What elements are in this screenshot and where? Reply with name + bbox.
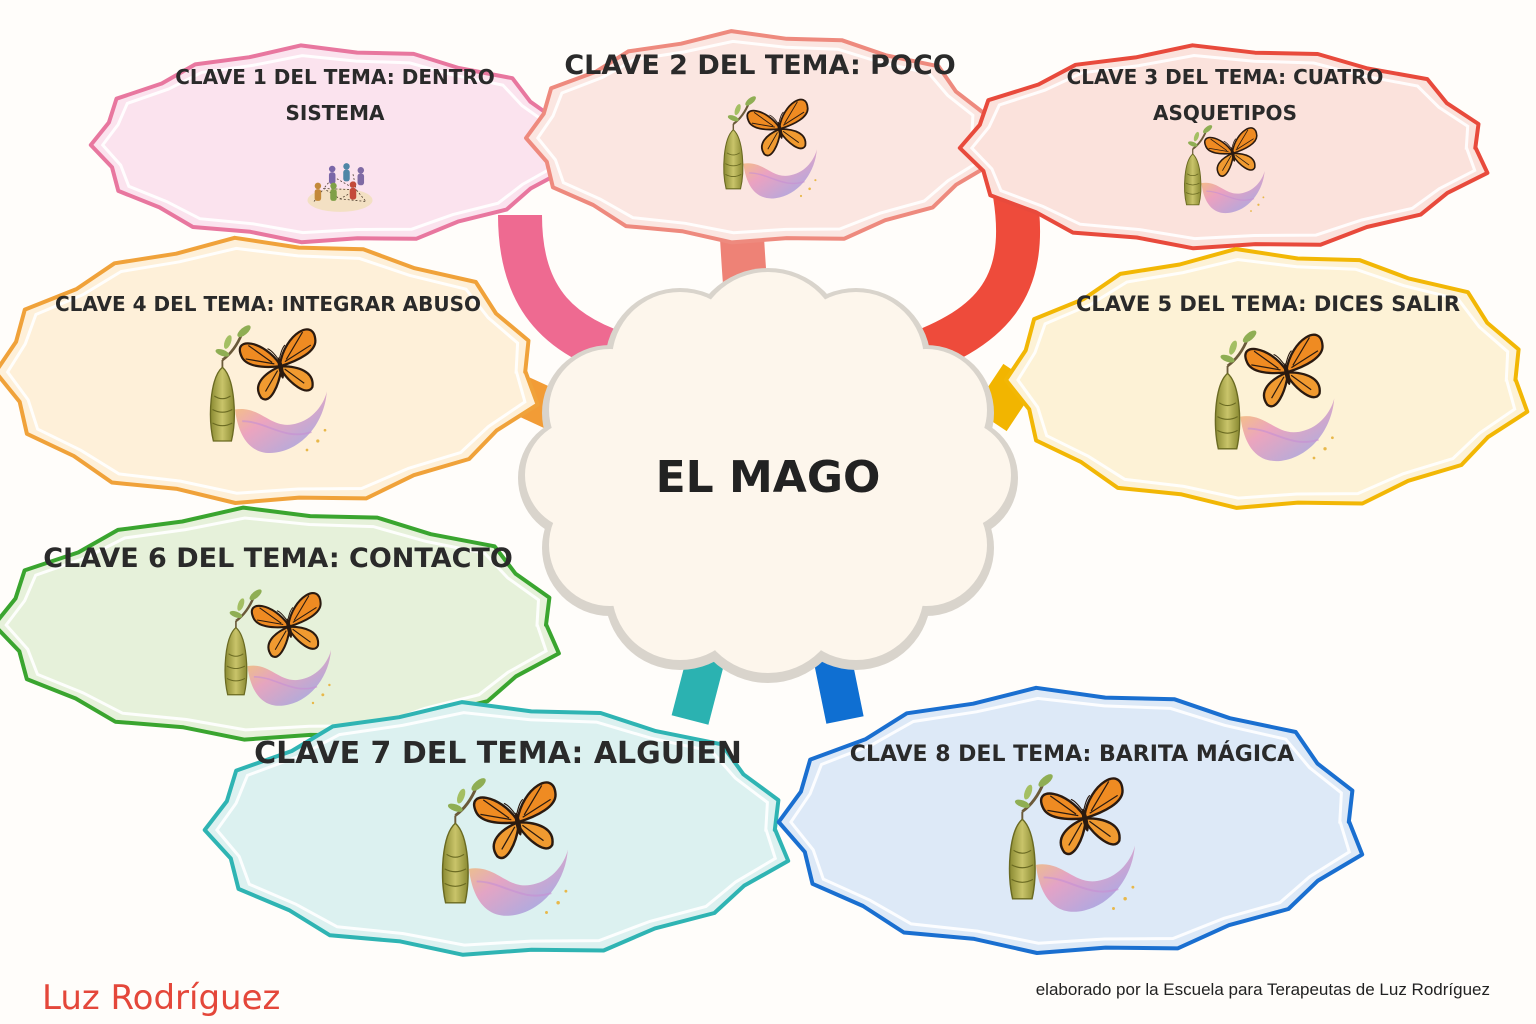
node-inner-border xyxy=(5,246,527,495)
author-signature: Luz Rodríguez xyxy=(42,978,281,1018)
central-cloud-shape xyxy=(518,268,1018,683)
node-title-line: CLAVE 7 DEL TEMA: ALGUIEN xyxy=(254,736,742,771)
topic-node-clave-4[interactable]: CLAVE 4 DEL TEMA: INTEGRAR ABUSO xyxy=(0,235,540,505)
node-title-line: SISTEMA xyxy=(286,101,385,125)
topic-node-clave-3[interactable]: CLAVE 3 DEL TEMA: CUATRO ASQUETIPOS xyxy=(957,43,1490,251)
node-title-line: CLAVE 5 DEL TEMA: DICES SALIR xyxy=(1076,292,1460,316)
node-shape xyxy=(202,700,791,957)
cloud-body xyxy=(578,340,958,610)
node-title-line: CLAVE 2 DEL TEMA: POCO xyxy=(564,50,955,81)
node-title-line: CLAVE 1 DEL TEMA: DENTRO xyxy=(175,65,495,89)
node-title-line: CLAVE 3 DEL TEMA: CUATRO xyxy=(1067,65,1384,89)
node-inner-border xyxy=(215,711,778,947)
node-title-line: ASQUETIPOS xyxy=(1153,101,1297,125)
central-topic-title: EL MAGO xyxy=(656,452,881,503)
topic-node-clave-8[interactable]: CLAVE 8 DEL TEMA: BARITA MÁGICA xyxy=(776,685,1365,955)
node-inner-border xyxy=(535,39,981,235)
central-topic[interactable]: EL MAGO xyxy=(518,268,1018,683)
topic-node-clave-2[interactable]: CLAVE 2 DEL TEMA: POCO xyxy=(524,29,994,245)
node-title-line: CLAVE 8 DEL TEMA: BARITA MÁGICA xyxy=(850,741,1294,767)
node-shape xyxy=(1003,247,1530,510)
topic-nodes: CLAVE 1 DEL TEMA: DENTRO SISTEMA CLAVE 2 D… xyxy=(0,29,1530,957)
node-shape xyxy=(0,235,540,505)
topic-node-clave-1[interactable]: CLAVE 1 DEL TEMA: DENTRO SISTEMA xyxy=(88,43,569,245)
node-inner-border xyxy=(789,696,1352,945)
node-title-line: CLAVE 6 DEL TEMA: CONTACTO xyxy=(43,543,513,574)
node-inner-border xyxy=(969,53,1477,241)
credit-line: elaborado por la Escuela para Terapeutas… xyxy=(1035,980,1490,999)
topic-node-clave-6[interactable]: CLAVE 6 DEL TEMA: CONTACTO xyxy=(0,505,561,742)
node-shape xyxy=(524,29,994,245)
topic-node-clave-5[interactable]: CLAVE 5 DEL TEMA: DICES SALIR xyxy=(1003,247,1530,510)
node-shape xyxy=(776,685,1365,955)
node-inner-border xyxy=(1016,257,1517,500)
topic-node-clave-7[interactable]: CLAVE 7 DEL TEMA: ALGUIEN xyxy=(202,700,791,957)
node-inner-border xyxy=(100,54,557,235)
node-shape xyxy=(88,43,569,245)
node-title-line: CLAVE 4 DEL TEMA: INTEGRAR ABUSO xyxy=(55,292,481,316)
